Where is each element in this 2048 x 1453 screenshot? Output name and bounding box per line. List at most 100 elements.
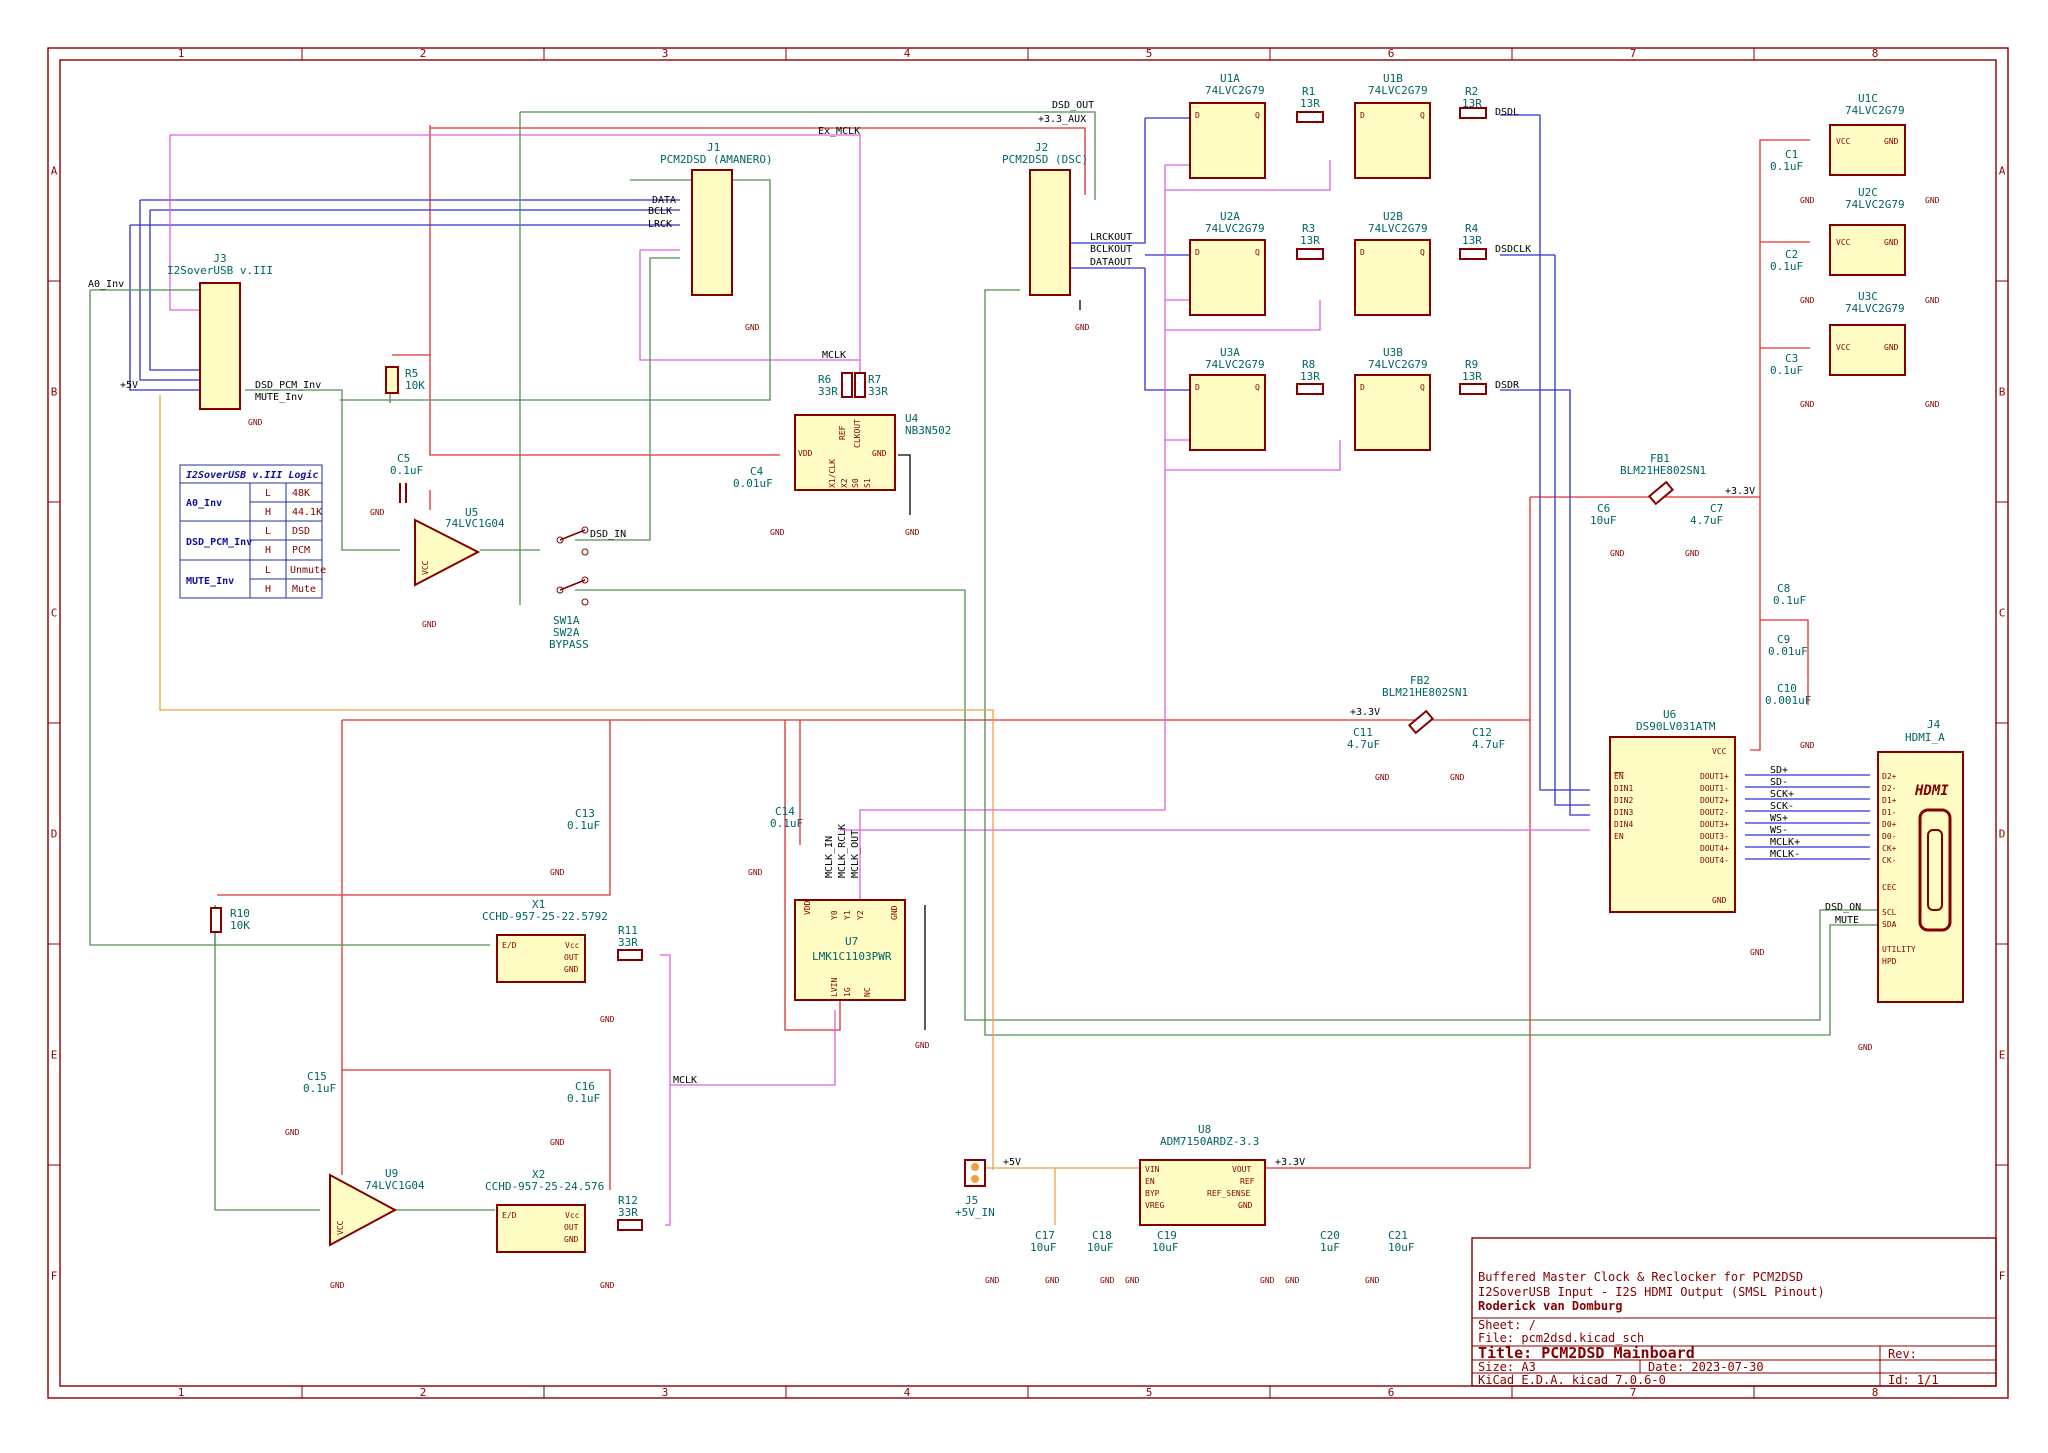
svg-text:GND: GND — [1884, 137, 1899, 146]
svg-text:GND: GND — [550, 1138, 565, 1147]
svg-text:H: H — [265, 545, 271, 556]
svg-text:33R: 33R — [868, 385, 888, 398]
svg-text:DS90LV031ATM: DS90LV031ATM — [1636, 720, 1716, 733]
svg-text:GND: GND — [1800, 196, 1815, 205]
svg-text:CCHD-957-25-24.576: CCHD-957-25-24.576 — [485, 1180, 604, 1193]
svg-text:DOUT2-: DOUT2- — [1700, 808, 1729, 817]
power-unit-u3c: U3C 74LVC2G79 VCC GND C3 0.1uF — [1770, 290, 1906, 377]
grid-row-label: F — [51, 1270, 58, 1283]
svg-text:X2: X2 — [532, 1168, 545, 1181]
logic-table: I2SoverUSB v.III Logic A0_Inv DSD_PCM_In… — [179, 464, 326, 599]
svg-text:DSD_PCM_Inv: DSD_PCM_Inv — [186, 537, 252, 548]
svg-text:+3.3V: +3.3V — [1275, 1157, 1305, 1168]
svg-text:0.1uF: 0.1uF — [1770, 364, 1803, 377]
svg-text:U3A: U3A — [1220, 346, 1240, 359]
power-unit-u1c: U1C 74LVC2G79 VCC GND C1 0.1uF — [1770, 92, 1906, 176]
svg-text:10uF: 10uF — [1087, 1241, 1114, 1254]
svg-text:0.1uF: 0.1uF — [1773, 594, 1806, 607]
svg-text:U8: U8 — [1198, 1123, 1211, 1136]
flip-flop-u2b: U2B 74LVC2G79 D Q — [1354, 210, 1431, 316]
svg-text:MCLK_RCLK: MCLK_RCLK — [837, 824, 848, 878]
svg-text:GND: GND — [550, 868, 565, 877]
svg-text:File: pcm2dsd.kicad_sch: File: pcm2dsd.kicad_sch — [1478, 1331, 1644, 1345]
svg-text:C19: C19 — [1157, 1229, 1177, 1242]
svg-text:E/D: E/D — [502, 1211, 517, 1220]
svg-text:GND: GND — [1884, 238, 1899, 247]
svg-text:D2+: D2+ — [1882, 772, 1897, 781]
svg-text:L: L — [265, 526, 271, 537]
svg-text:R10: R10 — [230, 907, 250, 920]
svg-text:DOUT4+: DOUT4+ — [1700, 844, 1729, 853]
svg-text:R6: R6 — [818, 373, 831, 386]
grid-column-label: 4 — [904, 47, 911, 60]
svg-text:Sheet: /: Sheet: / — [1478, 1318, 1536, 1332]
svg-text:FB1: FB1 — [1650, 452, 1670, 465]
svg-text:GND: GND — [1800, 296, 1815, 305]
svg-text:DIN4: DIN4 — [1614, 820, 1633, 829]
svg-text:C4: C4 — [750, 465, 764, 478]
svg-text:GND: GND — [564, 1235, 579, 1244]
svg-text:GND: GND — [1045, 1276, 1060, 1285]
svg-text:PCM2DSD (AMANERO): PCM2DSD (AMANERO) — [660, 153, 773, 166]
svg-text:J5: J5 — [965, 1194, 978, 1207]
svg-text:U3B: U3B — [1383, 346, 1403, 359]
svg-text:GND: GND — [1125, 1276, 1140, 1285]
svg-text:0.1uF: 0.1uF — [390, 464, 423, 477]
svg-text:VCC: VCC — [1836, 137, 1851, 146]
grid-column-label: 3 — [662, 1386, 669, 1399]
flip-flop-u2a: U2A 74LVC2G79 D Q — [1189, 210, 1266, 316]
grid-column-label: 3 — [662, 47, 669, 60]
svg-text:U6: U6 — [1663, 708, 1676, 721]
capacitor-c15: C15 0.1uF — [303, 1070, 336, 1095]
svg-text:+3.3V: +3.3V — [1725, 486, 1755, 497]
svg-text:C13: C13 — [575, 807, 595, 820]
svg-text:X1/CLK: X1/CLK — [828, 459, 837, 488]
svg-text:10uF: 10uF — [1590, 514, 1617, 527]
svg-text:Q: Q — [1420, 383, 1425, 392]
svg-text:WS+: WS+ — [1770, 813, 1788, 824]
svg-text:0.1uF: 0.1uF — [1770, 160, 1803, 173]
svg-text:Y0: Y0 — [830, 910, 839, 920]
svg-text:H: H — [265, 584, 271, 595]
svg-text:13R: 13R — [1300, 234, 1320, 247]
svg-text:4.7uF: 4.7uF — [1690, 514, 1723, 527]
svg-text:48K: 48K — [292, 488, 310, 499]
svg-text:SD+: SD+ — [1770, 765, 1788, 776]
svg-text:C5: C5 — [397, 452, 410, 465]
power-unit-u2c: U2C 74LVC2G79 VCC GND C2 0.1uF — [1770, 186, 1906, 276]
svg-text:GND: GND — [1800, 400, 1815, 409]
svg-text:74LVC2G79: 74LVC2G79 — [1368, 358, 1428, 371]
svg-text:U7: U7 — [845, 935, 858, 948]
svg-text:74LVC2G79: 74LVC2G79 — [1205, 84, 1265, 97]
svg-text:10K: 10K — [230, 919, 250, 932]
svg-text:GND: GND — [600, 1015, 615, 1024]
inverter-u9: U9 74LVC1G04 VCC GND — [329, 1167, 425, 1290]
oscillator-x2: X2 CCHD-957-25-24.576 E/D Vcc OUT GND R1… — [485, 1075, 697, 1253]
svg-text:EN: EN — [1614, 772, 1624, 781]
capacitor-c4: C4 0.01uF GND — [733, 465, 785, 537]
grid-column-label: 8 — [1872, 47, 1879, 60]
svg-text:C7: C7 — [1710, 502, 1723, 515]
grid-row-label: A — [51, 165, 58, 178]
svg-text:GND: GND — [872, 449, 887, 458]
svg-text:I2SoverUSB v.III Logic: I2SoverUSB v.III Logic — [186, 469, 318, 481]
svg-text:GND: GND — [285, 1128, 300, 1137]
svg-text:GND: GND — [370, 508, 385, 517]
svg-text:DIN3: DIN3 — [1614, 808, 1633, 817]
svg-text:R3: R3 — [1302, 222, 1315, 235]
ferrite-fb1: FB1 BLM21HE802SN1 +3.3V C6 10uF C7 4.7uF — [1590, 452, 1755, 527]
svg-text:13R: 13R — [1300, 370, 1320, 383]
svg-text:WS-: WS- — [1770, 825, 1788, 836]
grid-column-label: 6 — [1388, 1386, 1395, 1399]
svg-text:CK-: CK- — [1882, 856, 1896, 865]
svg-text:DSDL: DSDL — [1495, 107, 1519, 118]
svg-text:H: H — [265, 507, 271, 518]
svg-text:0.01uF: 0.01uF — [733, 477, 773, 490]
svg-text:J4: J4 — [1927, 718, 1941, 731]
svg-text:Date: 2023-07-30: Date: 2023-07-30 — [1648, 1360, 1764, 1374]
svg-text:13R: 13R — [1300, 97, 1320, 110]
svg-text:NB3N502: NB3N502 — [905, 424, 951, 437]
resistor-r6-r7: MCLK R6 33R R7 33R — [818, 350, 888, 398]
svg-text:BLM21HE802SN1: BLM21HE802SN1 — [1382, 686, 1468, 699]
